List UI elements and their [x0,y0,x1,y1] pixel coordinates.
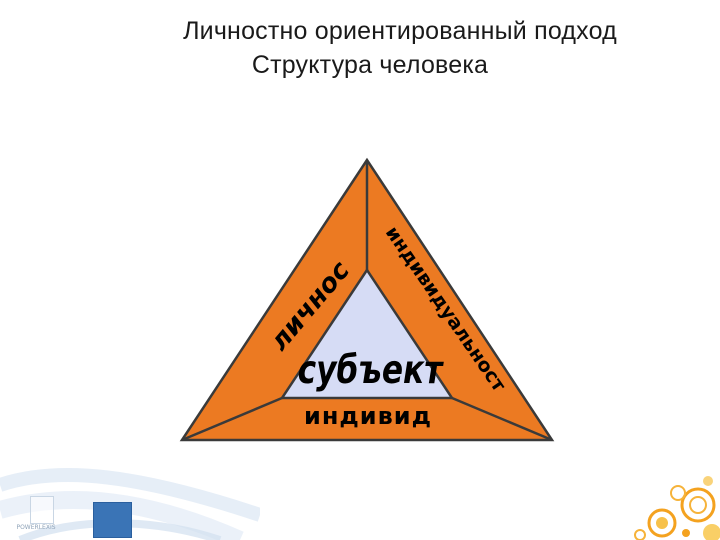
logo-text: POWERLEXIS [16,524,56,531]
powerlexis-logo: POWERLEXIS [4,494,68,538]
bottom-label: индивид [304,402,432,430]
center-label: субъект [298,348,445,393]
logo-mark [30,496,54,524]
separator-left [181,396,283,442]
title-line-2: Структура человека [251,51,489,79]
slide-title: Личностно ориентированный подход Структу… [0,14,720,82]
left-side-label-text: личность [0,0,356,357]
decorative-blue-square [93,502,132,538]
separator-right [451,396,553,442]
decorative-circles [634,476,720,540]
inner-triangle [279,267,455,400]
left-side-label: личность [0,0,356,357]
title-line-1: Личностно ориентированный подход [183,17,617,45]
